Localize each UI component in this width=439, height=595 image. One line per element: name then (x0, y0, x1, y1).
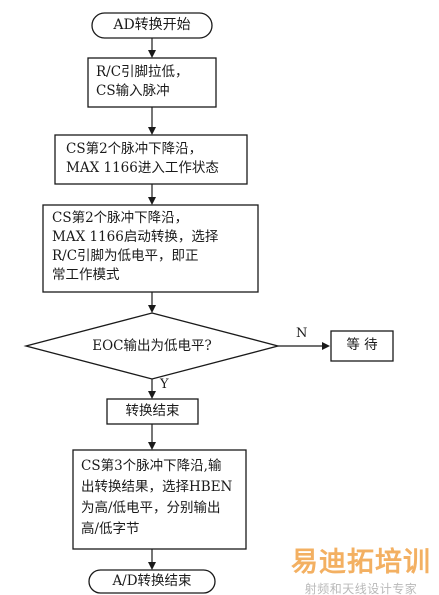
watermark-logo-text: 易迪拓培训 (291, 547, 431, 578)
watermark-tagline: 射频和天线设计专家 (304, 582, 418, 595)
yes-branch-label: Y (160, 377, 169, 392)
no-branch-label: N (296, 326, 308, 341)
step3-label: CS第2个脉冲下降沿， MAX 1166启动转换，选择 R/C引脚为低电平，即正… (52, 210, 219, 283)
watermark: 易迪拓培训 射频和天线设计专家 (286, 540, 436, 595)
step4-label: 转换结束 (125, 403, 180, 419)
step3-box (42, 204, 259, 293)
wait-box (330, 330, 394, 362)
step2-box (54, 134, 248, 185)
step1-label: R/C引脚拉低， CS输入脉冲 (96, 64, 189, 99)
step5-box (72, 449, 247, 550)
decision-label: EOC输出为低电平? (92, 338, 212, 354)
step5-label: CS第3个脉冲下降沿,输 出转换结果，选择HBEN 为高/低电平，分别输出 高/… (81, 458, 233, 537)
end-terminal (88, 569, 216, 594)
wait-label: 等 待 (346, 337, 378, 353)
start-label: AD转换开始 (113, 17, 191, 33)
step2-label: CS第2个脉冲下降沿， MAX 1166进入工作状态 (66, 141, 219, 176)
end-label: A/D转换结束 (112, 573, 192, 589)
